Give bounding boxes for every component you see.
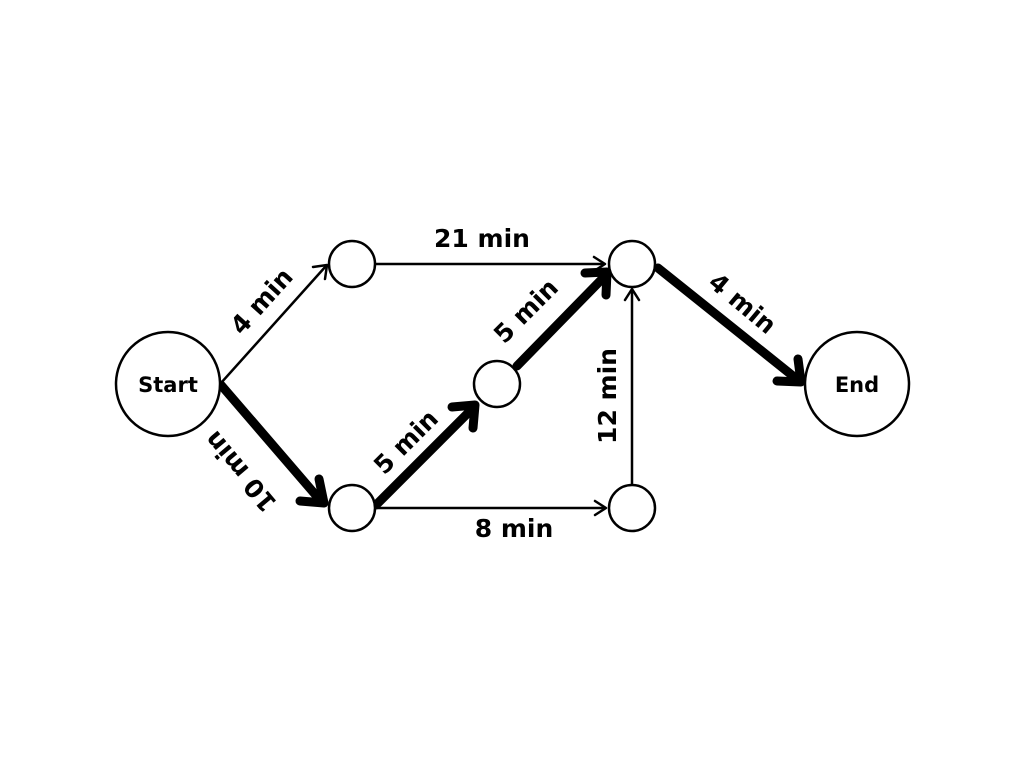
edge-label-e-d: 12 min xyxy=(593,348,622,444)
node-c xyxy=(472,359,522,409)
node-b xyxy=(327,483,377,533)
edge-label-start-a: 4 min xyxy=(225,262,299,340)
edge-label-b-e: 8 min xyxy=(475,514,554,543)
edge-start-a xyxy=(219,263,329,385)
node-d xyxy=(607,239,657,289)
edge-label-a-d: 21 min xyxy=(434,224,530,253)
edges xyxy=(216,255,806,517)
node-a xyxy=(327,239,377,289)
node-end-label: End xyxy=(835,373,879,397)
edge-a-d xyxy=(374,255,607,273)
node-start: Start xyxy=(114,330,222,438)
edge-label-c-d: 5 min xyxy=(488,273,564,349)
edge-c-d xyxy=(512,267,612,371)
nodes: Start End xyxy=(114,239,911,533)
edge-d-end xyxy=(653,263,806,387)
edge-e-d xyxy=(623,287,641,486)
edge-label-d-end: 4 min xyxy=(703,267,782,340)
node-e xyxy=(607,483,657,533)
node-end: End xyxy=(803,330,911,438)
edge-label-b-c: 5 min xyxy=(368,404,444,480)
edge-start-b xyxy=(216,380,329,508)
node-start-label: Start xyxy=(138,373,198,397)
edge-b-e xyxy=(374,499,608,517)
edge-b-c xyxy=(371,400,480,510)
